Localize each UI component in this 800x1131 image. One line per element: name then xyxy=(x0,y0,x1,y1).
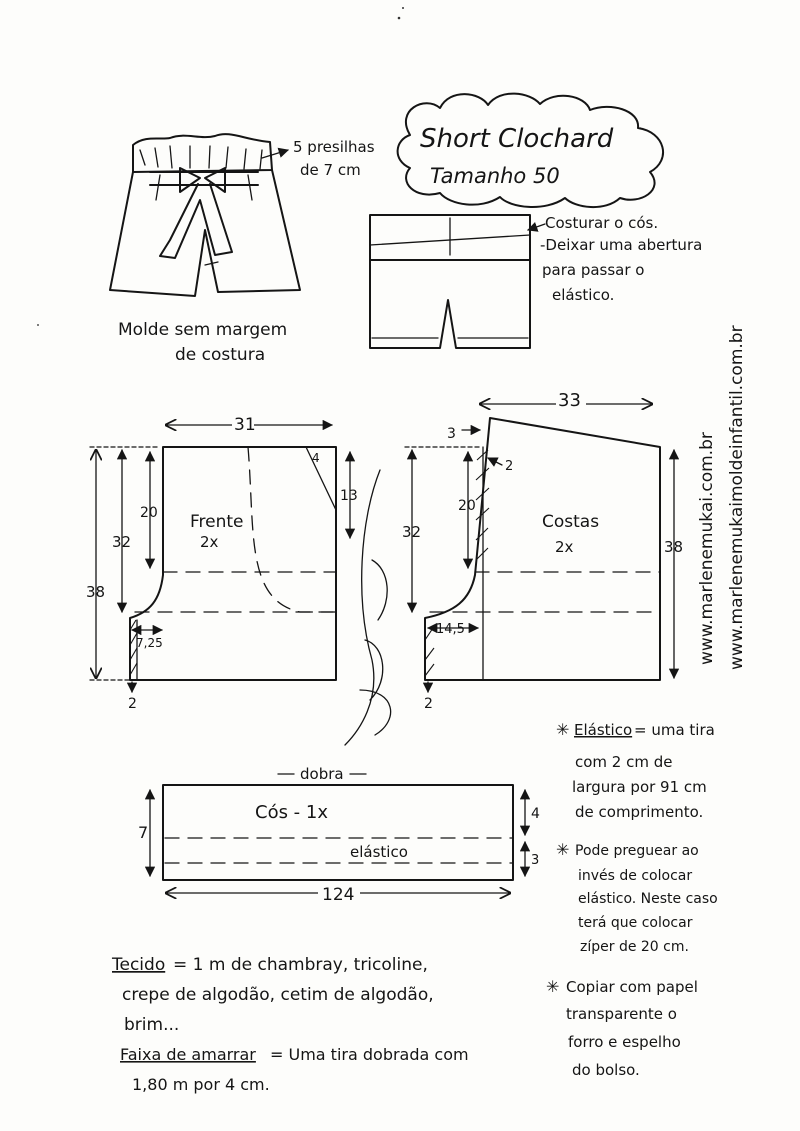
sewing-note-2: -Deixar uma abertura xyxy=(540,236,702,254)
fabric-note-1: = 1 m de chambray, tricoline, xyxy=(173,955,428,975)
copy-note-3: forro e espelho xyxy=(568,1033,681,1051)
back-piece xyxy=(424,417,661,681)
copy-note-2: transparente o xyxy=(566,1005,677,1023)
title-cloud: Short Clochard Tamanho 50 xyxy=(396,92,665,209)
waistband-lower: 3 xyxy=(531,853,539,868)
zip-note-5: zíper de 20 cm. xyxy=(580,939,689,955)
front-crotch-length: 32 xyxy=(112,533,131,551)
pattern-note-1: Molde sem margem xyxy=(118,320,287,340)
tie-note-1: = Uma tira dobrada com xyxy=(270,1045,469,1064)
front-hem-offset: 2 xyxy=(128,696,137,712)
tie-title: Faixa de amarrar xyxy=(120,1045,256,1064)
copy-note-4: do bolso. xyxy=(572,1061,640,1079)
zip-note-1: Pode preguear ao xyxy=(575,843,699,859)
front-pocket-width: 4 xyxy=(312,451,320,465)
tie-note-2: 1,80 m por 4 cm. xyxy=(132,1075,270,1094)
back-crotch-ext: 14,5 xyxy=(436,622,465,637)
back-rise: 20 xyxy=(458,498,476,514)
zip-asterisk-icon: ✳ xyxy=(556,840,569,859)
front-piece xyxy=(129,446,337,681)
front-crotch-ext: 7,25 xyxy=(136,636,163,650)
sewing-note-4: elástico. xyxy=(552,286,614,304)
loops-note-1: 5 presilhas xyxy=(293,138,375,156)
pattern-note-2: de costura xyxy=(175,345,265,365)
front-rise: 20 xyxy=(140,505,158,521)
waistband-length: 124 xyxy=(322,885,354,905)
front-length: 38 xyxy=(86,583,105,601)
elastic-note-1: = uma tira xyxy=(634,721,715,739)
sewing-diagram xyxy=(369,214,531,349)
back-label: Costas xyxy=(542,512,599,532)
elastic-note-2: com 2 cm de xyxy=(575,753,673,771)
back-top-offset: 2 xyxy=(505,459,513,474)
waistband-upper: 4 xyxy=(531,806,540,822)
fabric-note-2: crepe de algodão, cetim de algodão, xyxy=(122,985,434,1005)
copy-asterisk-icon: ✳ xyxy=(546,977,559,996)
zip-note-4: terá que colocar xyxy=(578,915,693,931)
watermark-url-2: www.marlenemukaimoldeinfantil.com.br xyxy=(727,325,747,670)
elastic-title: Elástico xyxy=(574,721,632,739)
front-width: 31 xyxy=(234,415,256,435)
zip-note-2: invés de colocar xyxy=(578,868,692,884)
back-hem-offset: 2 xyxy=(424,696,433,712)
copy-note-1: Copiar com papel xyxy=(566,978,698,996)
waistband-label: Cós - 1x xyxy=(255,802,328,823)
elastic-note-3: largura por 91 cm xyxy=(572,778,707,796)
sewing-note-3: para passar o xyxy=(542,261,645,279)
sewing-note-1: Costurar o cós. xyxy=(545,214,658,232)
shorts-illustration xyxy=(109,133,301,297)
back-raise: 3 xyxy=(447,426,456,442)
waistband-elastic: elástico xyxy=(350,843,408,861)
fabric-title: Tecido xyxy=(111,955,165,975)
back-length: 38 xyxy=(664,538,683,556)
elastic-asterisk-icon: ✳ xyxy=(556,720,569,739)
waistband-piece xyxy=(162,784,514,881)
back-count: 2x xyxy=(555,538,574,556)
waistband-fold: dobra xyxy=(300,765,344,783)
front-count: 2x xyxy=(200,533,219,551)
front-label: Frente xyxy=(190,512,244,532)
waistband-height: 7 xyxy=(138,823,148,842)
back-width: 33 xyxy=(558,390,581,411)
watermark-url-1: www.marlenemukai.com.br xyxy=(697,432,717,665)
loops-note-2: de 7 cm xyxy=(300,161,361,179)
elastic-note-4: de comprimento. xyxy=(575,803,703,821)
back-crotch-length: 32 xyxy=(402,523,421,541)
signature-icon xyxy=(344,469,392,746)
zip-note-3: elástico. Neste caso xyxy=(578,891,718,907)
front-pocket-depth: 13 xyxy=(340,488,358,504)
size-label: Tamanho 50 xyxy=(430,164,560,188)
fabric-note-3: brim... xyxy=(124,1015,179,1035)
page-title: Short Clochard xyxy=(420,124,614,154)
